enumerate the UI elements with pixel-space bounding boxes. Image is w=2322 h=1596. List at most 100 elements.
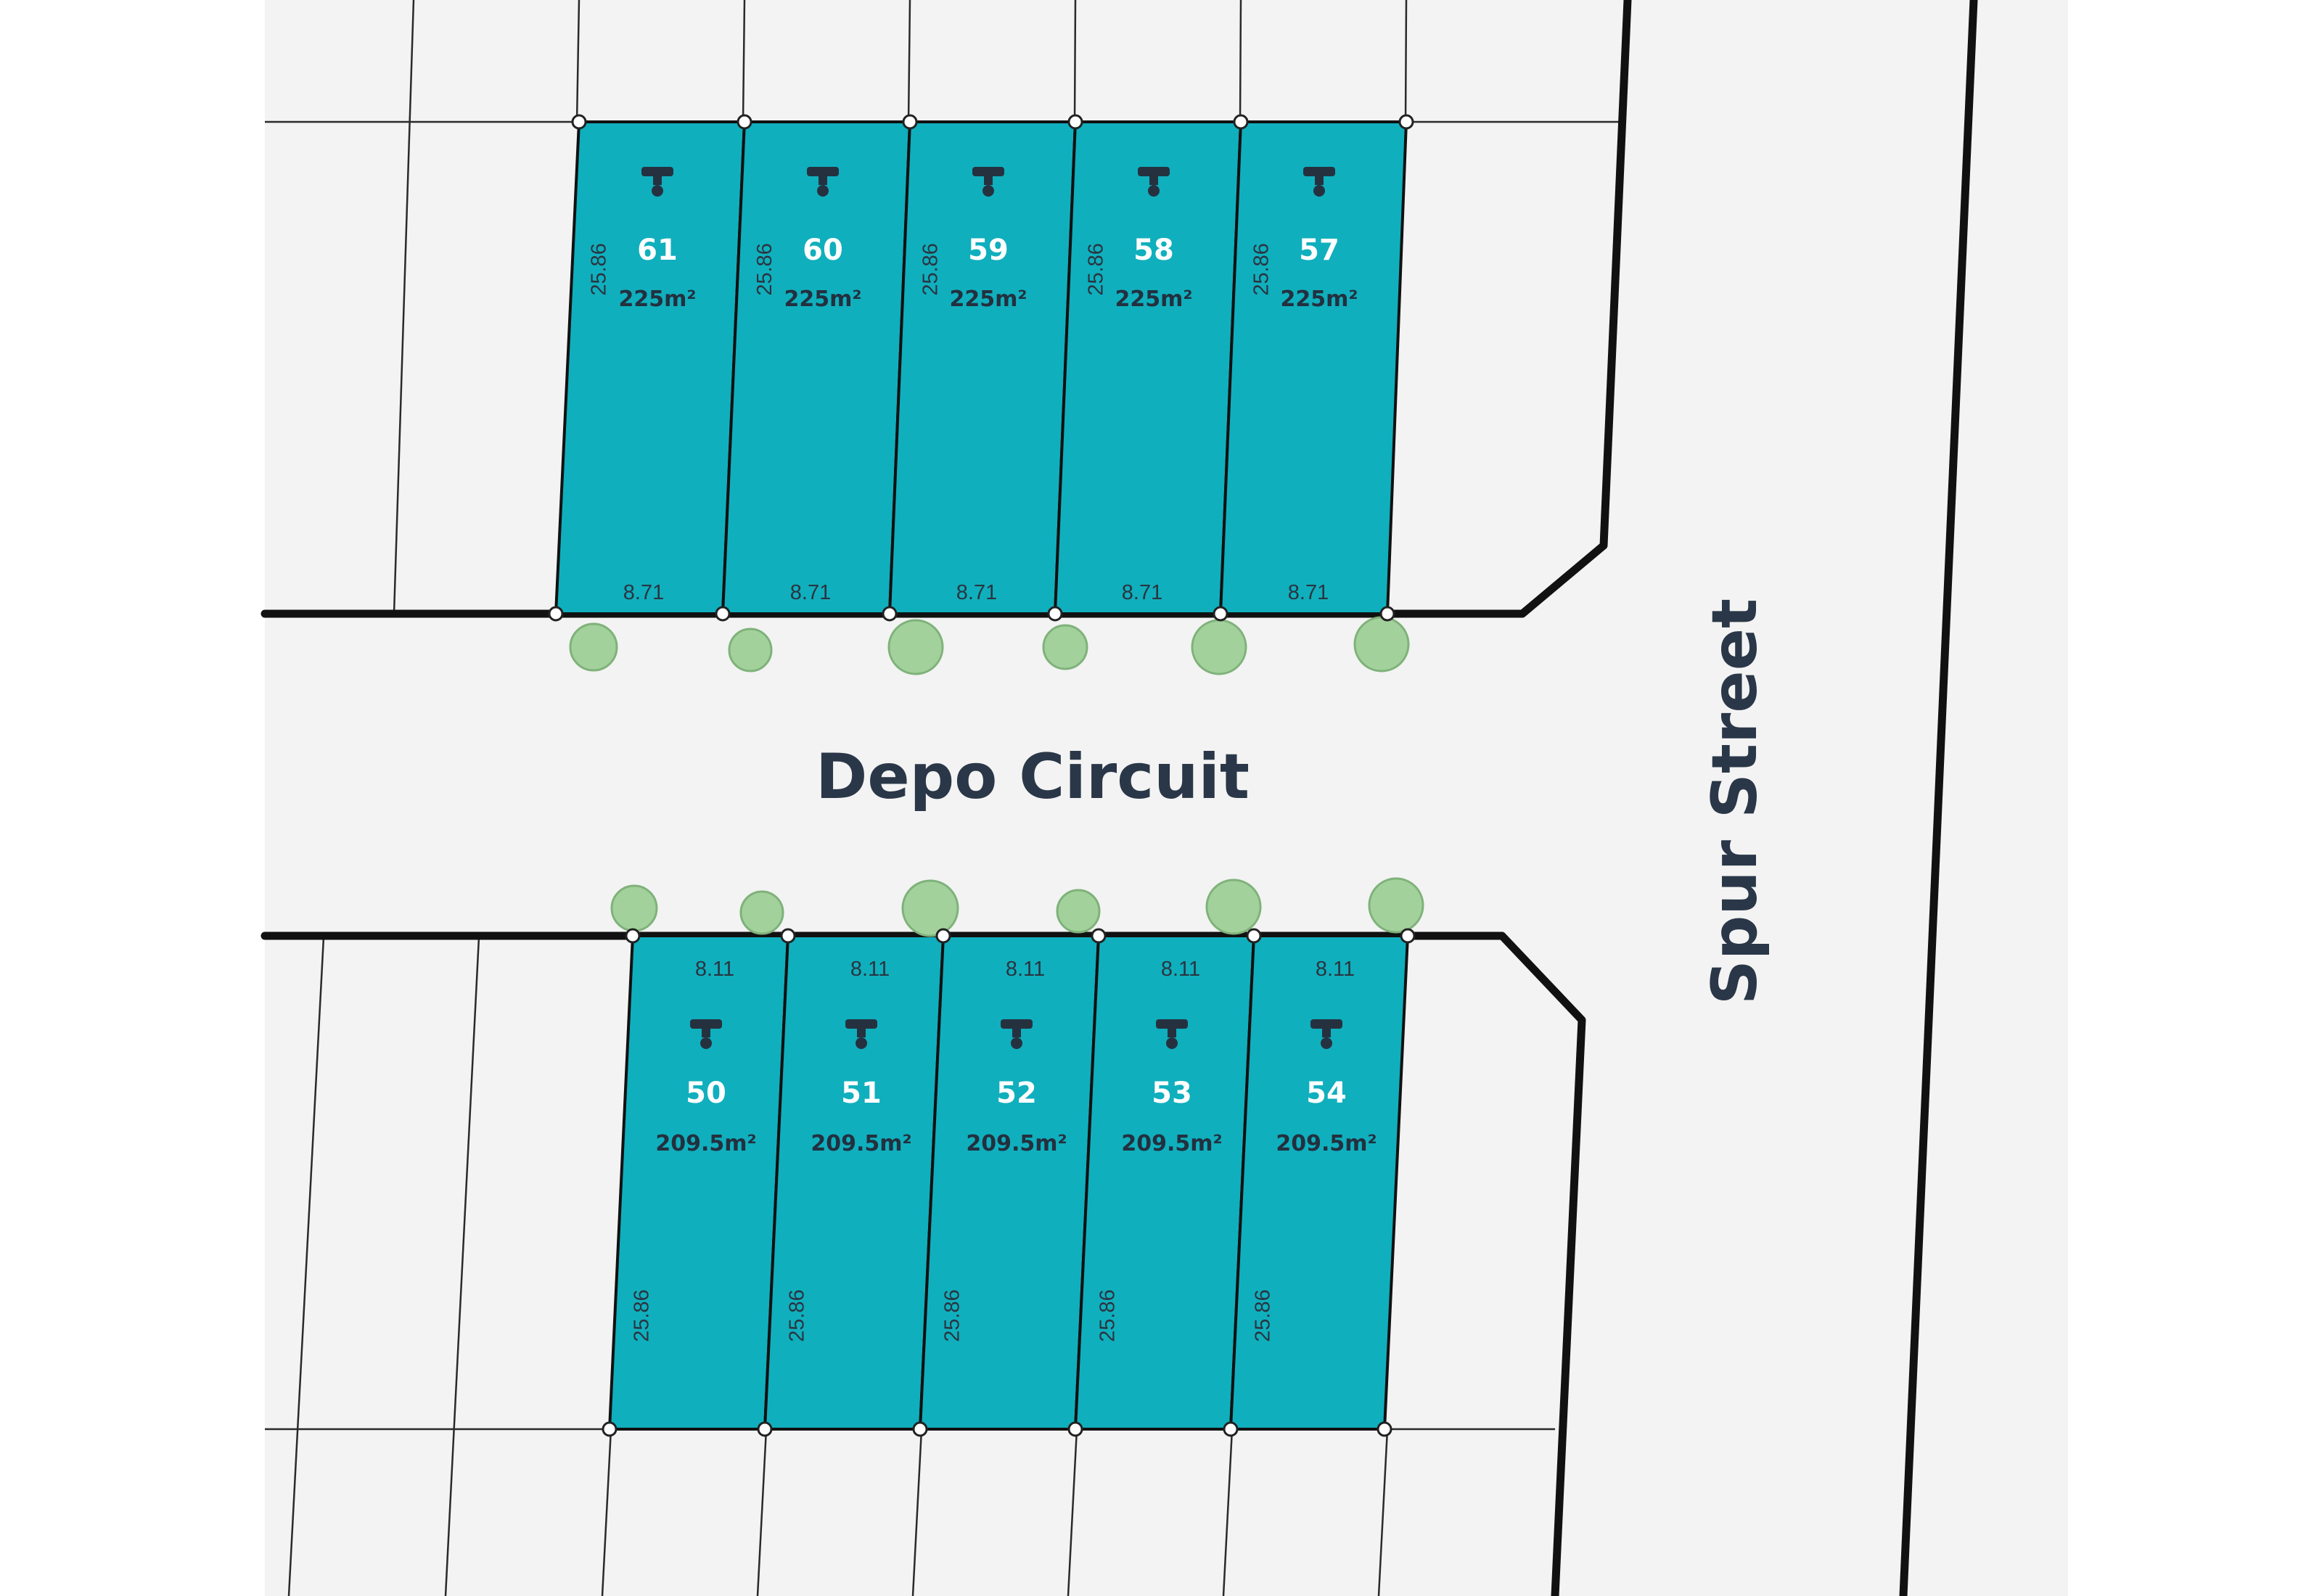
survey-point-icon <box>1379 606 1395 622</box>
lot-area: 209.5m² <box>1276 1131 1377 1156</box>
survey-point-icon <box>1213 606 1228 622</box>
survey-point-icon <box>548 606 564 622</box>
depth-dimension: 25.86 <box>919 243 943 296</box>
lot-number: 60 <box>803 234 843 267</box>
lot-60[interactable]: 60 225m² 8.71 25.86 <box>721 120 912 615</box>
survey-point-icon <box>1400 928 1416 944</box>
lot-parcel[interactable] <box>1073 934 1256 1431</box>
survey-point-icon <box>1047 606 1063 622</box>
lot-area: 225m² <box>1115 287 1192 312</box>
survey-point-icon <box>1067 114 1083 130</box>
street-tree-icon <box>1368 877 1424 934</box>
frontage-dimension: 8.71 <box>623 581 664 604</box>
lot-number: 53 <box>1152 1077 1192 1110</box>
depth-dimension: 25.86 <box>1251 1289 1274 1342</box>
top-lots: 61 225m² 8.71 25.86 60 225m² 8.71 25.86 59 225m² 8… <box>554 120 1408 615</box>
lot-number: 61 <box>637 234 678 267</box>
spur-street-label: Spur Street <box>1699 598 1771 1005</box>
survey-point-icon <box>757 1421 773 1437</box>
lot-parcel[interactable] <box>721 120 912 615</box>
frontage-dimension: 8.11 <box>1006 958 1045 981</box>
survey-point-icon <box>1246 928 1262 944</box>
survey-point-icon <box>571 114 587 130</box>
lot-area: 209.5m² <box>655 1131 756 1156</box>
street-tree-icon <box>728 628 773 672</box>
survey-points <box>548 114 1416 1437</box>
frontage-dimension: 8.11 <box>695 958 734 981</box>
frontage-dimension: 8.11 <box>1161 958 1200 981</box>
fire-hydrant-icon <box>1138 167 1170 197</box>
survey-point-icon <box>902 114 918 130</box>
depth-dimension: 25.86 <box>1096 1289 1119 1342</box>
fire-hydrant-icon <box>641 167 673 197</box>
lot-number: 58 <box>1133 234 1174 267</box>
survey-point-icon <box>912 1421 928 1437</box>
street-tree-icon <box>901 879 959 937</box>
lot-parcel[interactable] <box>918 934 1101 1431</box>
lot-51[interactable]: 51 209.5m² 8.11 25.86 <box>763 934 945 1431</box>
survey-point-icon <box>882 606 898 622</box>
street-trees <box>569 616 1424 937</box>
survey-point-icon <box>1398 114 1414 130</box>
lot-area: 209.5m² <box>811 1131 911 1156</box>
lot-number: 52 <box>996 1077 1037 1110</box>
depth-dimension: 25.86 <box>940 1289 964 1342</box>
lot-number: 50 <box>686 1077 726 1110</box>
fire-hydrant-icon <box>1156 1019 1188 1049</box>
fire-hydrant-icon <box>690 1019 722 1049</box>
survey-point-icon <box>602 1421 618 1437</box>
lot-parcel[interactable] <box>554 120 747 615</box>
fire-hydrant-icon <box>1001 1019 1033 1049</box>
street-tree-icon <box>1205 879 1262 935</box>
frontage-dimension: 8.71 <box>1122 581 1162 604</box>
lot-parcel[interactable] <box>887 120 1078 615</box>
street-tree-icon <box>739 890 784 935</box>
survey-point-icon <box>625 928 641 944</box>
lot-parcel[interactable] <box>1218 120 1408 615</box>
frontage-dimension: 8.71 <box>790 581 831 604</box>
frontage-dimension: 8.71 <box>956 581 997 604</box>
fire-hydrant-icon <box>845 1019 877 1049</box>
lot-area: 225m² <box>1280 287 1358 312</box>
survey-point-icon <box>715 606 731 622</box>
survey-point-icon <box>737 114 752 130</box>
fire-hydrant-icon <box>807 167 839 197</box>
street-tree-icon <box>569 622 618 672</box>
street-tree-icon <box>610 884 658 932</box>
survey-point-icon <box>935 928 951 944</box>
lot-number: 57 <box>1299 234 1340 267</box>
lot-59[interactable]: 59 225m² 8.71 25.86 <box>887 120 1078 615</box>
street-tree-icon <box>1353 616 1410 672</box>
lot-area: 225m² <box>949 287 1027 312</box>
fire-hydrant-icon <box>1303 167 1335 197</box>
lot-parcel[interactable] <box>763 934 945 1431</box>
lot-parcel[interactable] <box>1228 934 1410 1431</box>
lot-parcel[interactable] <box>1053 120 1243 615</box>
lot-54[interactable]: 54 209.5m² 8.11 25.86 <box>1228 934 1410 1431</box>
survey-point-icon <box>780 928 796 944</box>
survey-point-icon <box>1223 1421 1239 1437</box>
lot-number: 59 <box>968 234 1009 267</box>
depo-circuit-label: Depo Circuit <box>816 741 1250 813</box>
depth-dimension: 25.86 <box>753 243 776 296</box>
lot-area: 225m² <box>618 287 696 312</box>
lot-number: 54 <box>1306 1077 1347 1110</box>
depth-dimension: 25.86 <box>785 1289 808 1342</box>
spur-street-east-edge <box>1899 0 1978 1596</box>
fire-hydrant-icon <box>972 167 1004 197</box>
lot-area: 225m² <box>784 287 861 312</box>
frontage-dimension: 8.11 <box>850 958 890 981</box>
depth-dimension: 25.86 <box>1250 243 1273 296</box>
lot-parcel[interactable] <box>607 934 790 1431</box>
street-tree-icon <box>1056 889 1101 934</box>
frontage-dimension: 8.11 <box>1316 958 1355 981</box>
street-tree-icon <box>1191 619 1247 675</box>
survey-point-icon <box>1091 928 1107 944</box>
lot-number: 51 <box>841 1077 882 1110</box>
